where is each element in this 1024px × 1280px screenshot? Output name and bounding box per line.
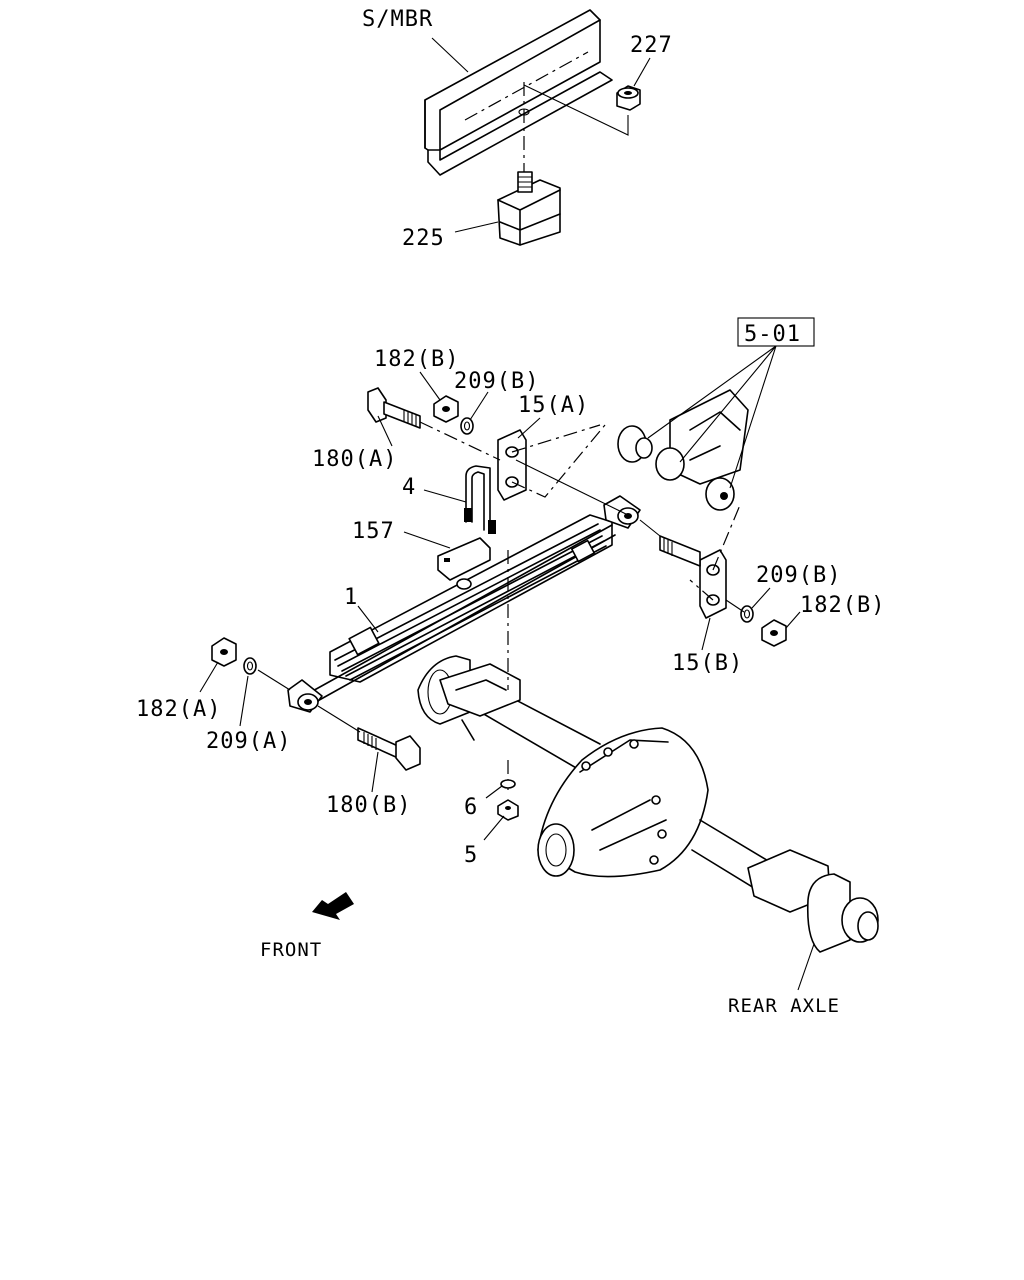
- u-bolt-4: [464, 465, 496, 534]
- arrow-down-left-icon: [312, 892, 354, 920]
- axle-pad-front: [439, 663, 521, 741]
- label-209b-top: 209(B): [454, 369, 539, 394]
- guide-line-15b: [689, 504, 741, 601]
- side-member: [424, 9, 613, 176]
- leader-182b-top: [419, 371, 441, 401]
- guide-line-180a: [419, 421, 501, 461]
- leader-182a: [199, 661, 219, 693]
- guide-line-15a: [511, 424, 606, 498]
- spring-bracket-5-01: [617, 389, 749, 511]
- leader-182b-right: [785, 611, 801, 629]
- nut-182b-top: [433, 395, 459, 423]
- guide-line-rear-pin: [639, 519, 745, 613]
- label-182b-top: 182(B): [374, 347, 459, 372]
- label-15b: 15(B): [672, 651, 743, 676]
- washer-209b-right: [740, 605, 754, 623]
- leader-5: [483, 815, 505, 841]
- label-182b-right: 182(B): [800, 593, 885, 618]
- leader-157: [403, 531, 451, 549]
- bumper-225: [497, 171, 561, 246]
- leader-smbr: [431, 37, 469, 73]
- shackle-15b: [699, 549, 727, 619]
- leader-209b-top: [469, 391, 489, 421]
- label-1: 1: [344, 585, 358, 610]
- leaf-spring-1: [299, 514, 616, 709]
- nut-227: [616, 85, 641, 111]
- leader-180b: [371, 751, 379, 793]
- leader-225: [454, 221, 499, 233]
- nut-182b-right: [761, 619, 787, 647]
- label-227: 227: [630, 33, 673, 58]
- leader-1: [357, 605, 379, 633]
- leader-5-01: [647, 345, 777, 489]
- leader-rear-axle: [797, 943, 815, 991]
- leader-4: [423, 489, 467, 503]
- shackle-15a: [497, 429, 527, 501]
- label-180a: 180(A): [312, 447, 397, 472]
- label-225: 225: [402, 226, 445, 251]
- label-157: 157: [352, 519, 395, 544]
- label-15a: 15(A): [518, 393, 589, 418]
- nut-182a: [211, 637, 237, 667]
- label-smbr: S/MBR: [362, 7, 433, 32]
- label-209a: 209(A): [206, 729, 291, 754]
- bolt-180a: [367, 387, 421, 429]
- washer-209b-top: [460, 417, 474, 435]
- guide-line-180b: [317, 705, 361, 733]
- label-180b: 180(B): [326, 793, 411, 818]
- leader-180a: [377, 415, 393, 447]
- label-182a: 182(A): [136, 697, 221, 722]
- label-4: 4: [402, 475, 416, 500]
- guide-line-182a: [257, 669, 291, 691]
- label-6: 6: [464, 795, 478, 820]
- spring-eye-front: [287, 679, 323, 713]
- label-5-01: 5-01: [744, 322, 801, 347]
- label-209b-right: 209(B): [756, 563, 841, 588]
- label-5: 5: [464, 843, 478, 868]
- leader-209a: [239, 675, 249, 727]
- bolt-180b: [357, 727, 421, 771]
- leader-15b: [701, 617, 711, 651]
- guide-line-nut: [523, 84, 629, 136]
- guide-line-spring: [515, 459, 631, 517]
- leader-227: [633, 57, 651, 87]
- clamp-plate-157: [437, 537, 491, 590]
- nut-5: [497, 799, 519, 821]
- washer-209a: [243, 657, 257, 675]
- leader-209b-right: [751, 587, 771, 609]
- pin-rear: [659, 535, 701, 567]
- washer-6: [500, 779, 516, 789]
- leader-6: [485, 785, 503, 799]
- label-front: FRONT: [260, 939, 322, 961]
- rear-axle: [417, 655, 879, 953]
- label-rear-axle: REAR AXLE: [728, 995, 840, 1017]
- leader-15a: [517, 417, 541, 439]
